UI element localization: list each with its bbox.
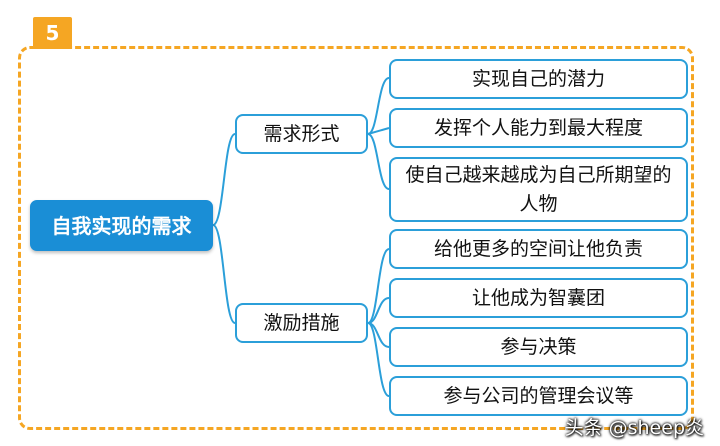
- leaf-node: 参与公司的管理会议等: [389, 376, 688, 416]
- watermark: 头条 @sheep炎: [564, 417, 704, 439]
- connector-root-branch-2: [212, 224, 236, 324]
- dashed-frame: [18, 46, 694, 430]
- leaf-node: 让他成为智囊团: [389, 278, 688, 318]
- connector-branch-2-leaf-1: [367, 248, 390, 324]
- leaf-node: 实现自己的潜力: [389, 59, 688, 99]
- branch-node-demand-forms: 需求形式: [235, 114, 368, 154]
- leaf-node: 参与决策: [389, 327, 688, 367]
- connector-branch-1-leaf-1: [367, 77, 390, 135]
- leaf-node: 发挥个人能力到最大程度: [389, 108, 688, 148]
- connector-branch-1-leaf-3: [367, 133, 390, 190]
- leaf-node: 使自己越来越成为自己所期望的人物: [389, 157, 688, 222]
- leaf-node: 给他更多的空间让他负责: [389, 229, 688, 269]
- section-number-badge: 5: [33, 17, 72, 49]
- connector-root-branch-1: [212, 133, 236, 226]
- branch-node-incentives: 激励措施: [235, 303, 368, 343]
- root-node: 自我实现的需求: [30, 200, 213, 251]
- connector-branch-1-leaf-2: [367, 127, 390, 135]
- connector-branch-2-leaf-2: [367, 297, 390, 324]
- connector-branch-2-leaf-4: [367, 322, 390, 397]
